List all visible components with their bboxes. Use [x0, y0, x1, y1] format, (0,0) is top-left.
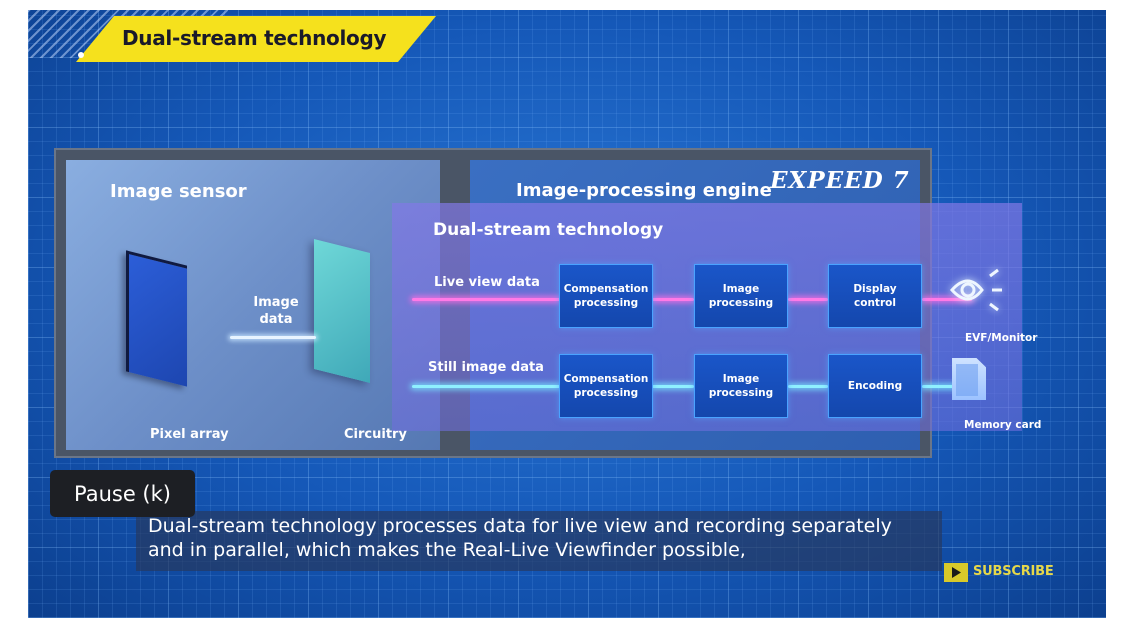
- pixel-array-graphic: [126, 250, 187, 387]
- box-line2: processing: [573, 387, 639, 399]
- memory-card-label: Memory card: [964, 419, 1042, 431]
- banner-title: Dual-stream technology: [122, 26, 387, 50]
- subscribe-label[interactable]: SUBSCRIBE: [973, 564, 1054, 579]
- still-image-beam-1: [412, 385, 560, 388]
- dual-stream-title: Dual-stream technology: [433, 220, 664, 240]
- box-line2: control: [854, 297, 896, 309]
- box-line1: Image: [722, 283, 760, 295]
- live-view-beam-4: [922, 298, 972, 301]
- image-sensor-title: Image sensor: [110, 181, 247, 202]
- play-triangle-icon: [952, 567, 961, 578]
- still-image-data-label: Still image data: [428, 360, 544, 375]
- caption-background: [136, 511, 942, 571]
- box-line1: Display: [853, 283, 897, 295]
- live-image-processing-box: Image processing: [694, 264, 788, 328]
- circuitry-label: Circuitry: [344, 427, 407, 442]
- expeed-logo: EXPEED 7: [770, 167, 910, 194]
- caption-line-1: Dual-stream technology processes data fo…: [148, 515, 892, 537]
- still-image-processing-box: Image processing: [694, 354, 788, 418]
- live-view-beam-1: [412, 298, 560, 301]
- engine-title: Image-processing engine: [516, 180, 772, 201]
- box-line1: Encoding: [847, 380, 903, 392]
- image-data-label: Image data: [253, 294, 298, 328]
- box-line2: processing: [573, 297, 639, 309]
- pause-tooltip: Pause (k): [50, 470, 195, 517]
- display-control-box: Display control: [828, 264, 922, 328]
- live-compensation-processing-box: Compensation processing: [559, 264, 653, 328]
- subscribe-button[interactable]: [944, 563, 968, 582]
- circuitry-graphic: [314, 239, 370, 383]
- caption-text: Dual-stream technology processes data fo…: [148, 514, 892, 562]
- live-view-beam-2: [652, 298, 694, 301]
- evf-monitor-label: EVF/Monitor: [965, 332, 1038, 344]
- image-data-label-line1: Image: [253, 295, 299, 310]
- image-data-label-line2: data: [259, 312, 293, 327]
- caption-line-2: and in parallel, which makes the Real-Li…: [148, 539, 746, 561]
- box-line2: processing: [708, 387, 774, 399]
- box-line1: Image: [722, 373, 760, 385]
- pixel-array-label: Pixel array: [150, 427, 229, 442]
- image-data-beam: [230, 336, 316, 339]
- box-line1: Compensation: [563, 373, 649, 385]
- live-view-data-label: Live view data: [434, 275, 540, 290]
- eye-icon: [949, 268, 1002, 312]
- box-line1: Compensation: [563, 283, 649, 295]
- title-banner: [76, 16, 436, 62]
- banner-dot: [78, 52, 84, 58]
- still-image-beam-2: [652, 385, 694, 388]
- memory-card-inner: [956, 364, 978, 396]
- still-image-beam-3: [788, 385, 828, 388]
- still-image-beam-4: [922, 385, 972, 388]
- live-view-beam-3: [788, 298, 828, 301]
- encoding-box: Encoding: [828, 354, 922, 418]
- box-line2: processing: [708, 297, 774, 309]
- still-compensation-processing-box: Compensation processing: [559, 354, 653, 418]
